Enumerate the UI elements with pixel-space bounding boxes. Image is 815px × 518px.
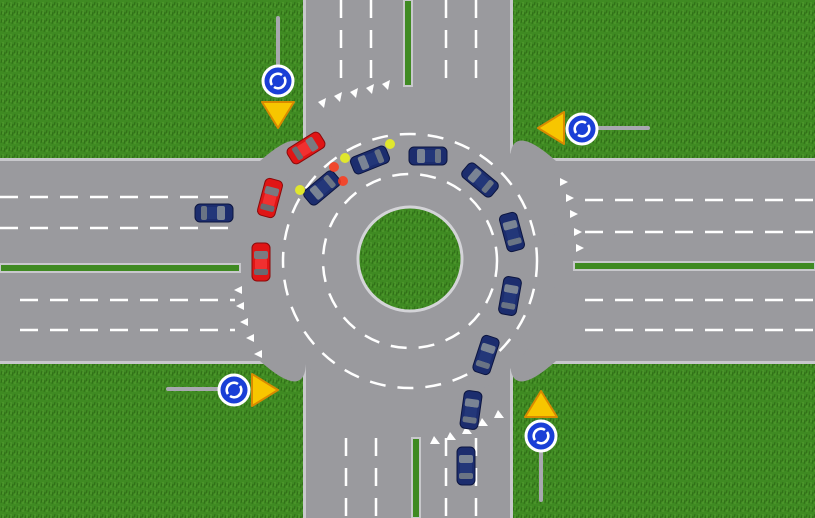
roundabout-arrows-icon	[565, 112, 599, 146]
roundabout-arrows-icon	[217, 373, 251, 407]
yield-line-markings	[234, 80, 584, 444]
roundabout-arrows-icon	[524, 419, 558, 453]
red-car[interactable]	[251, 242, 271, 282]
central-island	[356, 205, 464, 313]
roundabout-arrows-icon	[261, 64, 295, 98]
blue-car[interactable]	[456, 446, 476, 486]
blue-car[interactable]	[194, 203, 234, 223]
vehicle-lights	[295, 139, 395, 195]
blue-car[interactable]	[408, 146, 448, 166]
